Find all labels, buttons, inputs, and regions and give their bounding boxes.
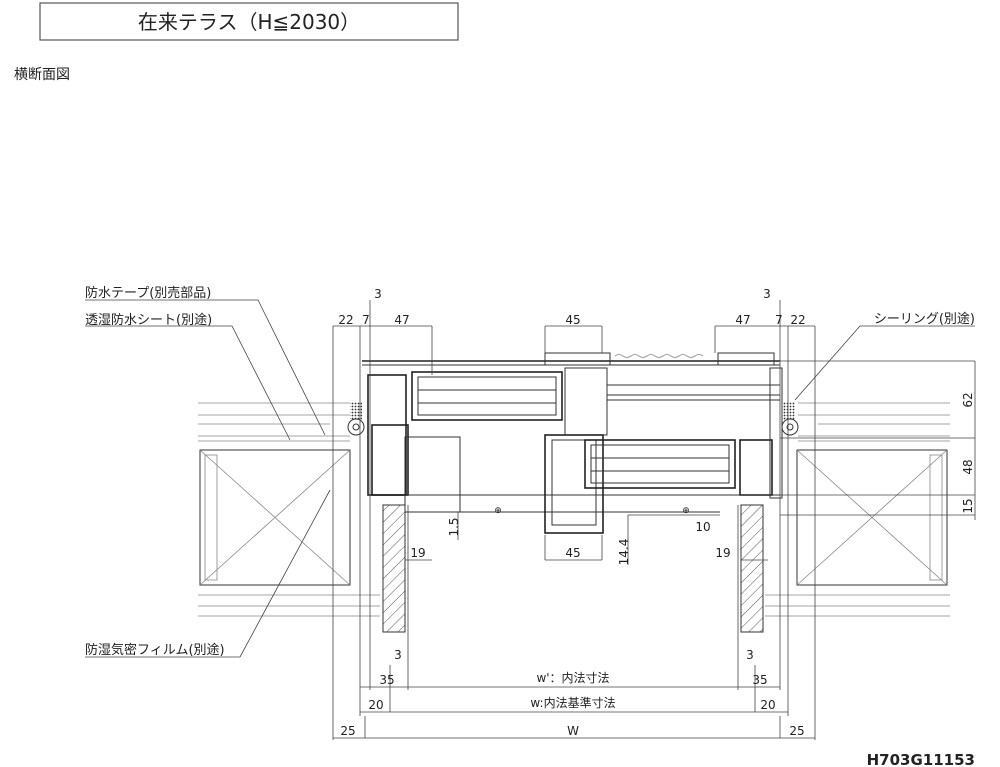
dim-19-right: 19 [715, 546, 730, 560]
dim-22-left: 22 [338, 313, 353, 327]
dim-20-right: 20 [760, 698, 775, 712]
dim-W: W [567, 724, 579, 738]
dim-w: w:内法基準寸法 [530, 695, 615, 710]
title-box [39, 2, 459, 41]
svg-text:⊕: ⊕ [494, 506, 502, 516]
label-sealing: シーリング(別途) [874, 311, 975, 327]
dim-w-prime: w'：内法寸法 [536, 671, 609, 685]
post-left [382, 504, 406, 633]
dim-15: 15 [961, 498, 975, 513]
dim-47-left: 47 [394, 313, 409, 327]
label-breathable-sheet: 透湿防水シート(別途) [85, 312, 212, 328]
dim-3-bottom-right: 3 [746, 648, 754, 662]
dim-19-left: 19 [410, 546, 425, 560]
backer-rod-right [781, 418, 799, 436]
wall-stud-right [796, 449, 948, 586]
window-frame: ⊕ ⊕ [362, 352, 783, 534]
label-waterproof-tape: 防水テープ(別売部品) [85, 285, 211, 301]
leader-lines [85, 299, 975, 658]
dim-25-left: 25 [340, 724, 355, 738]
dim-25-right: 25 [789, 724, 804, 738]
dim-10: 10 [695, 520, 710, 534]
dim-45-top: 45 [565, 313, 580, 327]
sealing-left [350, 402, 362, 420]
post-right [740, 504, 764, 633]
dim-47-right: 47 [735, 313, 750, 327]
sealing-right [783, 402, 795, 420]
dim-7-right: 7 [775, 313, 783, 327]
dimension-lines [332, 300, 976, 740]
backer-rod-left [347, 418, 365, 436]
label-vapor-film: 防湿気密フィルム(別途) [85, 642, 225, 658]
wall-stud-left [199, 449, 351, 586]
wall-lines [198, 402, 950, 617]
dim-1-5: 1.5 [447, 517, 461, 536]
drawing-code: H703G11153 [867, 751, 975, 767]
dim-3-top-right: 3 [763, 287, 771, 301]
dim-35-left: 35 [379, 673, 394, 687]
dim-48: 48 [961, 459, 975, 474]
dim-62: 62 [961, 392, 975, 407]
dim-14-4: 14.4 [617, 539, 631, 566]
dim-22-right: 22 [790, 313, 805, 327]
section-subtitle: 横断面図 [14, 67, 70, 83]
dim-45-bottom: 45 [565, 546, 580, 560]
dim-20-left: 20 [368, 698, 383, 712]
dim-7-left: 7 [362, 313, 370, 327]
dim-3-bottom-left: 3 [394, 648, 402, 662]
dim-35-right: 35 [752, 673, 767, 687]
svg-text:⊕: ⊕ [682, 506, 690, 516]
dim-3-top-left: 3 [374, 287, 382, 301]
page-title: 在来テラス（H≦2030） [138, 10, 360, 34]
